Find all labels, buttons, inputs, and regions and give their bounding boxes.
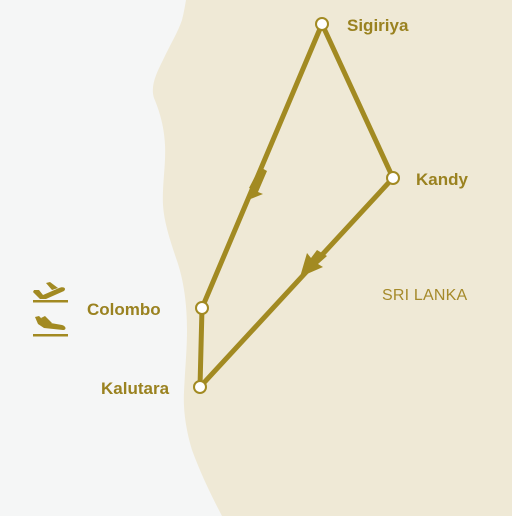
route-sigiriya-kandy (319, 21, 396, 181)
route-lines (197, 21, 396, 390)
city-node-colombo[interactable] (195, 301, 209, 315)
airplane-departure-icon (33, 282, 68, 303)
city-label-sigiriya: Sigiriya (347, 16, 409, 35)
land-sri-lanka (152, 0, 512, 516)
route-kalutara-colombo (197, 305, 205, 390)
route-colombo-sigiriya (199, 21, 325, 311)
city-node-sigiriya[interactable] (315, 17, 329, 31)
airplane-arrival-icon (33, 316, 68, 337)
city-label-kalutara: Kalutara (101, 379, 170, 398)
city-label-kandy: Kandy (416, 170, 469, 189)
country-label: SRI LANKA (382, 287, 468, 304)
direction-arrow-north (248, 167, 267, 200)
city-node-kalutara[interactable] (193, 380, 207, 394)
direction-arrow-south (300, 250, 327, 277)
route-kandy-kalutara (197, 175, 396, 390)
city-label-colombo: Colombo (87, 300, 161, 319)
city-node-kandy[interactable] (386, 171, 400, 185)
